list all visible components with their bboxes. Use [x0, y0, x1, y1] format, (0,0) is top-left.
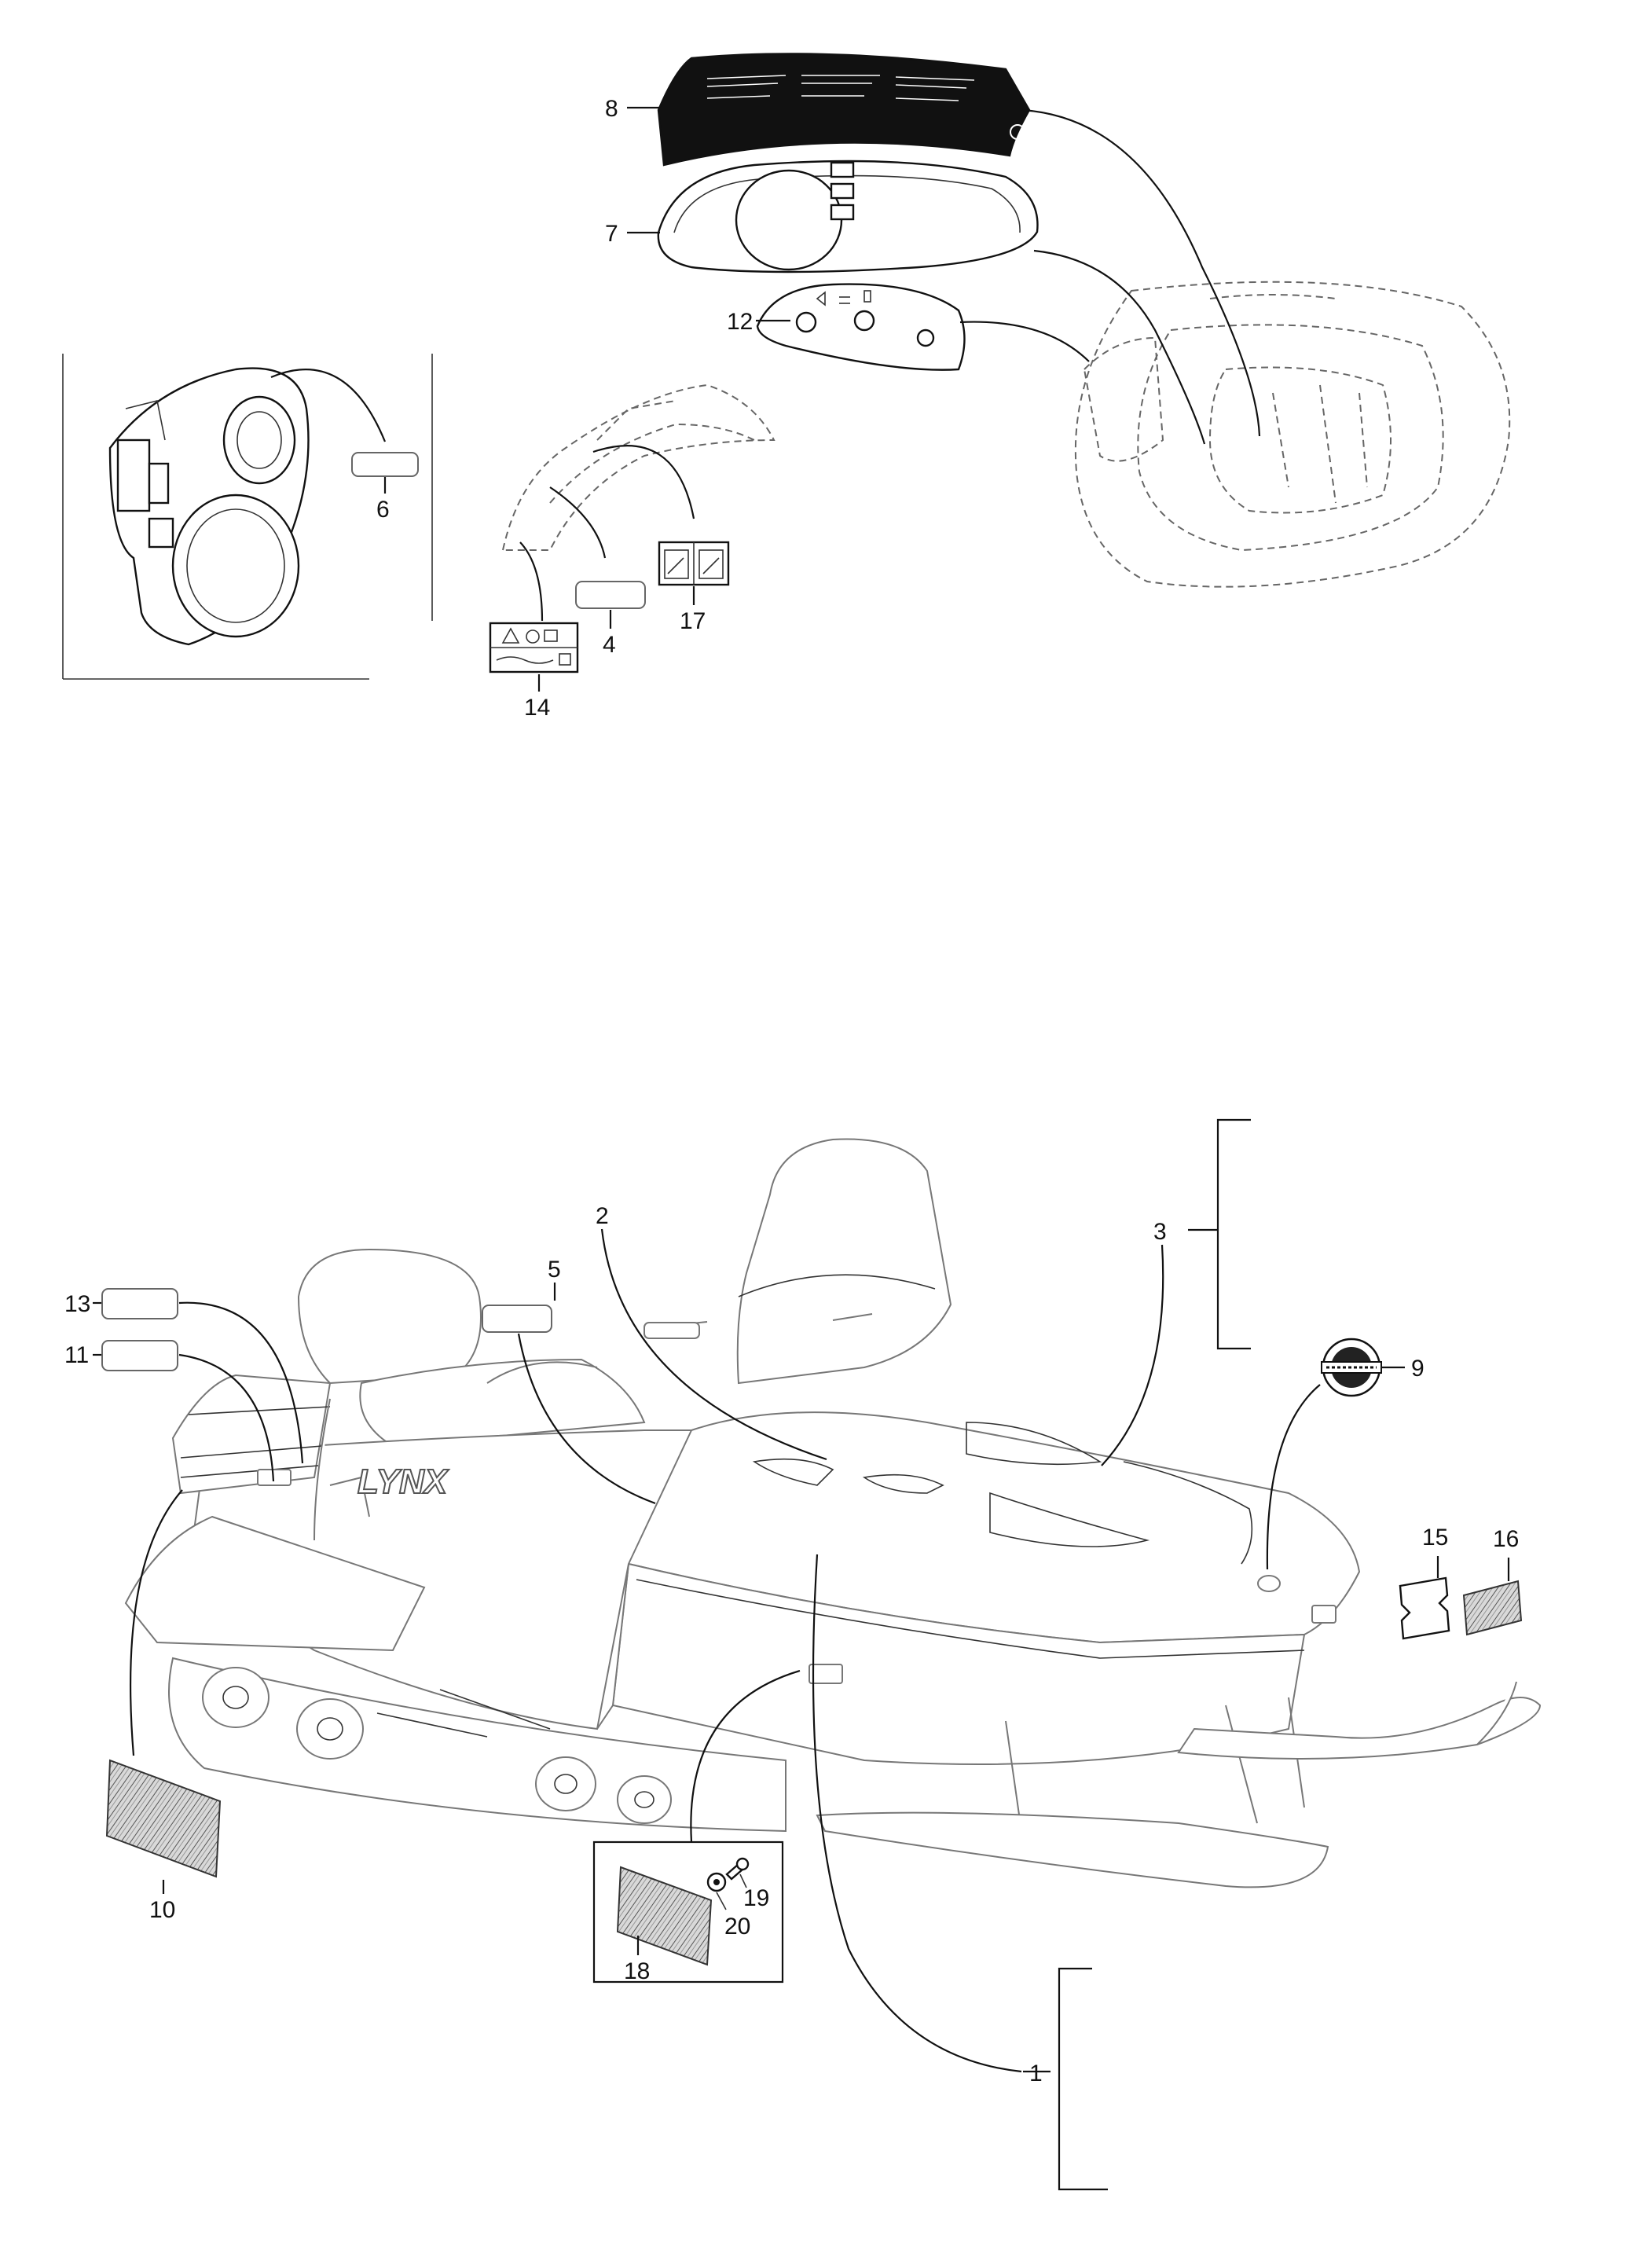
- reflector-10: [105, 1759, 222, 1878]
- callout-19: 19: [743, 1885, 769, 1911]
- gauge-bezel-7: [657, 160, 1039, 273]
- blank-decal-4: [575, 581, 646, 609]
- callout-13: 13: [64, 1291, 90, 1317]
- callout-8: 8: [605, 96, 618, 122]
- callout-9: 9: [1411, 1356, 1424, 1382]
- callout-2: 2: [596, 1203, 609, 1229]
- callout-17: 17: [680, 608, 706, 634]
- instruction-decal-17: [658, 541, 730, 586]
- callout-15: 15: [1422, 1525, 1448, 1551]
- blank-decal-11: [101, 1340, 178, 1371]
- callout-1: 1: [1029, 2061, 1043, 2086]
- blank-decal-5: [482, 1305, 552, 1333]
- inset-box-6: [62, 354, 433, 680]
- callout-20: 20: [724, 1914, 750, 1940]
- callout-5: 5: [548, 1257, 561, 1283]
- callout-16: 16: [1493, 1526, 1519, 1552]
- clip-15: [1399, 1576, 1450, 1640]
- callout-4: 4: [603, 632, 616, 658]
- callout-12: 12: [727, 309, 753, 335]
- inset-box-18: [592, 1840, 784, 1984]
- decal-8: [657, 53, 1031, 167]
- callout-3: 3: [1153, 1219, 1167, 1245]
- switch-panel-12: [756, 283, 966, 371]
- lynx-logo: LYNX: [358, 1462, 449, 1501]
- snowmobile-outline: LYNX: [124, 1138, 1542, 1888]
- hood-piece-dashed: [501, 384, 776, 551]
- console-outline-dashed: [1074, 281, 1511, 588]
- callout-18: 18: [624, 1958, 650, 1984]
- callout-6: 6: [376, 497, 390, 523]
- callout-7: 7: [605, 221, 618, 247]
- hood-inner-panel: [108, 367, 310, 646]
- bracket-1: [1058, 1967, 1108, 2191]
- reflector-16: [1462, 1580, 1523, 1636]
- bracket-3: [1216, 1118, 1251, 1350]
- blank-decal-13: [101, 1288, 178, 1319]
- emblem-9: [1321, 1338, 1382, 1397]
- warning-decal-14: [489, 622, 579, 673]
- blank-decal-6: [351, 452, 419, 477]
- callout-11: 11: [64, 1342, 89, 1368]
- callout-14: 14: [524, 695, 550, 721]
- reflector-18: [616, 1866, 713, 1966]
- callout-10: 10: [149, 1897, 175, 1923]
